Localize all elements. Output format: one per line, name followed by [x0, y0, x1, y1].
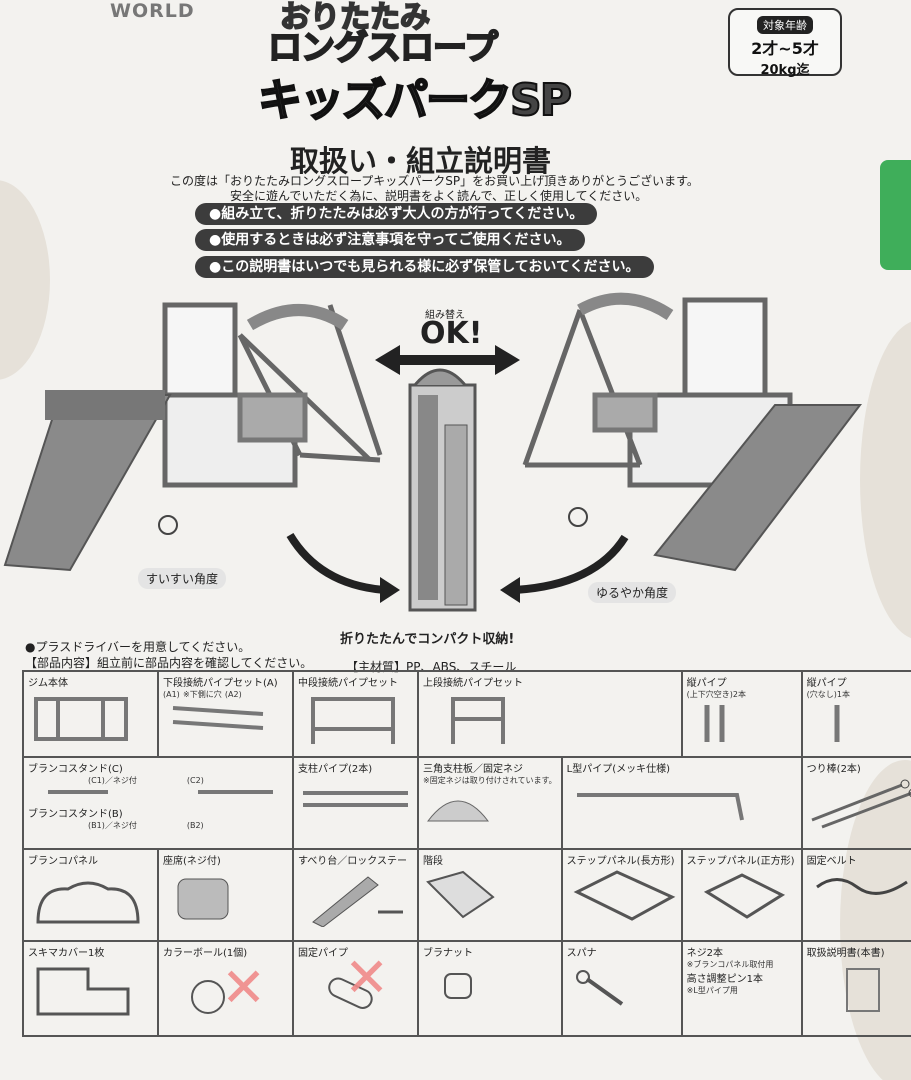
table-row: ブランコパネル 座席(ネジ付) すべり台／ロックステー 階段 ステップパネル(長…	[22, 848, 911, 942]
part-support-pipe: 支柱パイプ(2本)	[292, 756, 419, 850]
part-nut: ブラナット	[417, 940, 563, 1037]
playset-illustration	[3, 292, 863, 612]
stand-c-icon	[48, 790, 273, 794]
left-slide-top	[45, 390, 165, 420]
part-gym: ジム本体	[22, 670, 159, 758]
manual-icon	[845, 968, 880, 1012]
folded-playset-drawing	[408, 368, 477, 612]
ok-circle-left	[158, 515, 178, 535]
product-name-line1: おりたたみ	[279, 0, 431, 36]
pipe-set-a-icon	[172, 706, 264, 730]
cross-mark-icon: ✕	[221, 956, 267, 1019]
slide-icon	[312, 876, 403, 928]
part-vertical-pipe-holes: 縦パイプ(上下穴空き)2本	[680, 670, 803, 758]
cross-mark-icon: ✕	[344, 946, 390, 1009]
color-ball-icon	[191, 980, 225, 1014]
part-l-pipe: L型パイプ(メッキ仕様)	[560, 756, 803, 850]
part-gap-cover: スキマカバー1枚	[22, 940, 159, 1037]
step-panel-square-icon	[703, 873, 785, 919]
belt-icon	[815, 878, 908, 895]
table-row: スキマカバー1枚 カラーボール(1個) ✕ 固定パイプ ✕ ブラナット スパナ …	[22, 940, 911, 1037]
swap-label: 組み替え	[425, 310, 465, 321]
steps-icon	[426, 870, 495, 919]
part-swing-stands: ブランコスタンド(C) (C1)／ネジ付(C2) ブランコスタンド(B) (B1…	[22, 756, 294, 850]
fold-caption: 折りたたんでコンパクト収納!	[340, 632, 515, 647]
warning-3: ●この説明書はいつでも見られる様に必ず保管しておいてください。	[195, 256, 654, 278]
ok-circle-right	[568, 507, 588, 527]
part-seat: 座席(ネジ付)	[157, 848, 294, 942]
part-fix-pipe: 固定パイプ ✕	[292, 940, 419, 1037]
age-box-title: 対象年齢	[757, 16, 813, 34]
table-row: ジム本体 下段接続パイプセット(A) (A1) ※下側に穴 (A2) 中段接続パ…	[22, 670, 911, 758]
hang-bar-icon	[811, 779, 911, 829]
gap-cover-icon	[36, 967, 130, 1016]
part-color-ball: カラーボール(1個) ✕	[157, 940, 294, 1037]
fix-pipe-icon	[328, 977, 373, 1009]
green-object-corner	[880, 160, 911, 270]
warning-1: ●組み立て、折りたたみは必ず大人の方が行ってください。	[195, 203, 598, 225]
nut-icon	[444, 973, 472, 999]
part-vertical-pipe-plain: 縦パイプ(穴なし)1本	[800, 670, 911, 758]
product-name-line2: ロングスロープ	[267, 27, 499, 69]
right-slide	[653, 404, 863, 572]
gym-frame-icon	[34, 697, 128, 741]
fold-arrow-left	[286, 532, 386, 594]
left-slide	[3, 394, 172, 572]
part-hang-bar: つり棒(2本)	[800, 756, 911, 850]
intro-line-1: この度は「おりたたみロングスロープキッズパークSP」をお買い上げ頂きありがとうご…	[170, 174, 699, 188]
part-upper-pipe-set: 上段接続パイプセット	[417, 670, 683, 758]
weight-limit: 20kg迄	[760, 63, 810, 78]
parts-note: 【部品内容】組立前に部品内容を確認してください。	[25, 656, 313, 670]
spanner-icon	[575, 970, 623, 1006]
part-manual: 取扱説明書(本書)	[800, 940, 911, 1037]
part-swing-panel: ブランコパネル	[22, 848, 159, 942]
swap-ok-label: OK!	[420, 316, 483, 351]
mid-pipe-icon	[311, 697, 395, 744]
part-steps: 階段	[417, 848, 563, 942]
intro-line-2: 安全に遊んでいただく為に、説明書をよく読んで、正しく使用してください。	[230, 189, 648, 203]
brand-logo: WORLD	[110, 0, 195, 22]
parts-table: ジム本体 下段接続パイプセット(A) (A1) ※下側に穴 (A2) 中段接続パ…	[22, 670, 911, 1037]
part-step-panel-rect: ステップパネル(長方形)	[560, 848, 683, 942]
upper-pipe-icon	[451, 697, 505, 744]
part-screw-pin: ネジ2本※ブランコパネル取付用 高さ調整ピン1本※L型パイプ用	[680, 940, 803, 1037]
vertical-pipe-icon	[704, 705, 725, 742]
age-range: 2才~5才	[751, 39, 819, 58]
seat-icon	[177, 878, 229, 920]
part-spanner: スパナ	[560, 940, 683, 1037]
fold-arrow-right	[514, 534, 629, 594]
age-box: 対象年齢 2才~5才 20kg迄	[728, 8, 842, 78]
gentle-angle-label: ゆるやか角度	[588, 582, 677, 603]
part-lower-pipe-set: 下段接続パイプセット(A) (A1) ※下側に穴 (A2)	[157, 670, 294, 758]
step-panel-rect-icon	[573, 870, 676, 921]
product-name-line3: キッズパークSP	[257, 74, 573, 127]
warning-2: ●使用するときは必ず注意事項を守ってご使用ください。	[195, 229, 585, 251]
swap-arrow	[375, 345, 520, 375]
support-pipe-icon	[303, 791, 408, 807]
swing-panel-icon	[36, 881, 140, 924]
left-playset-drawing	[162, 302, 383, 488]
part-triangle-plate: 三角支柱板／固定ネジ※固定ネジは取り付けされています。	[417, 756, 563, 850]
prep-note: ●プラスドライバーを用意してください。	[25, 640, 251, 654]
part-mid-pipe-set: 中段接続パイプセット	[292, 670, 419, 758]
fast-angle-label: すいすい角度	[138, 568, 227, 589]
document-title: 取扱い・組立説明書	[290, 144, 552, 178]
triangle-plate-icon	[426, 800, 490, 822]
l-pipe-icon	[576, 793, 744, 821]
part-slide: すべり台／ロックステー	[292, 848, 419, 942]
plain-pipe-icon	[834, 705, 840, 742]
table-row: ブランコスタンド(C) (C1)／ネジ付(C2) ブランコスタンド(B) (B1…	[22, 756, 911, 850]
part-belt: 固定ベルト	[800, 848, 911, 942]
part-step-panel-square: ステップパネル(正方形)	[680, 848, 803, 942]
